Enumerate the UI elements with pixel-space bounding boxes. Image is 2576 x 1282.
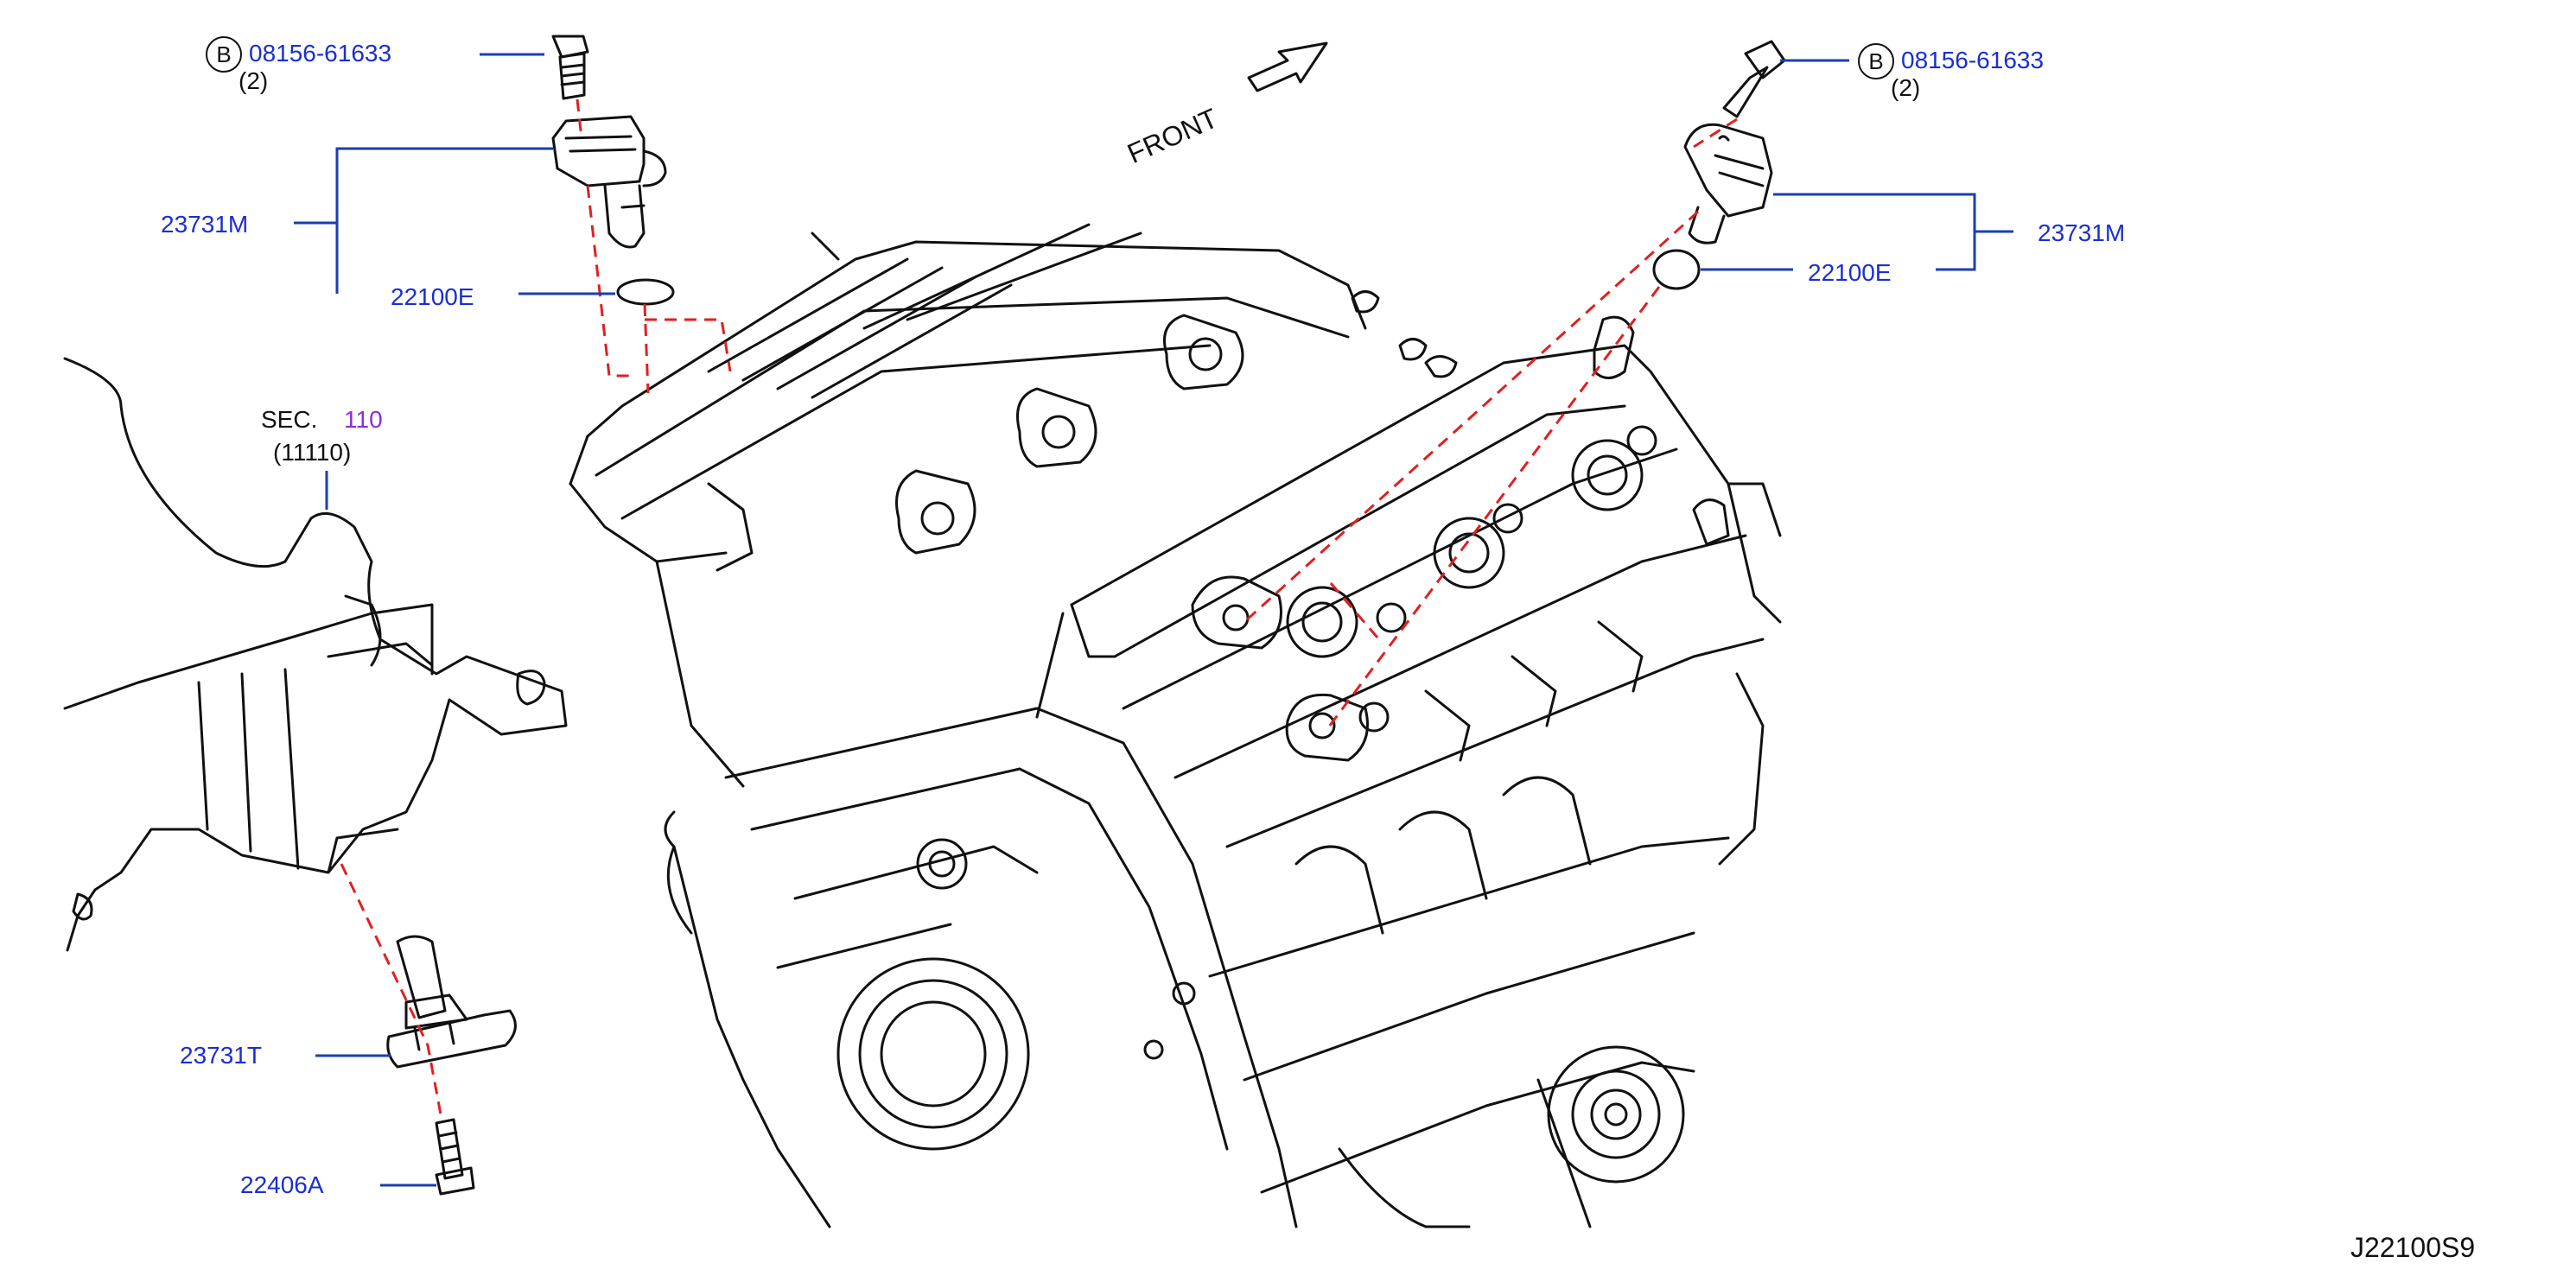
bolt-marker-right: B xyxy=(1858,43,1894,79)
oring-part-number-right: 22100E xyxy=(1808,259,1892,286)
left-cam-sensor xyxy=(551,35,675,306)
sensor-part-number-left: 23731M xyxy=(161,211,249,238)
diagram-id: J22100S9 xyxy=(2350,1232,2476,1263)
bolt-quantity-left: (2) xyxy=(239,67,269,94)
section-sub-number: (11110) xyxy=(273,439,352,466)
bolt-part-number-right: 08156-61633 xyxy=(1901,47,2045,73)
engine-block xyxy=(569,223,1782,1228)
bolt-part-number-left: 08156-61633 xyxy=(249,40,392,67)
bolt-quantity-right: (2) xyxy=(1891,74,1921,101)
front-arrow-icon xyxy=(1247,41,1328,92)
sensor-part-number-right: 23731M xyxy=(2038,219,2126,246)
bolt-marker-left: B xyxy=(206,36,242,73)
crank-bolt-part-number: 22406A xyxy=(240,1171,324,1198)
section-prefix: SEC. xyxy=(261,406,318,433)
oring-part-number-left: 22100E xyxy=(391,283,474,310)
section-number-link[interactable]: 110 xyxy=(344,406,383,433)
transmission-housing xyxy=(63,357,568,952)
crank-sensor-part-number: 23731T xyxy=(180,1042,262,1069)
right-cam-sensor xyxy=(1652,40,1786,290)
leader-lines xyxy=(294,53,2013,1187)
install-guides xyxy=(340,98,1738,1115)
crank-sensor xyxy=(386,935,517,1196)
